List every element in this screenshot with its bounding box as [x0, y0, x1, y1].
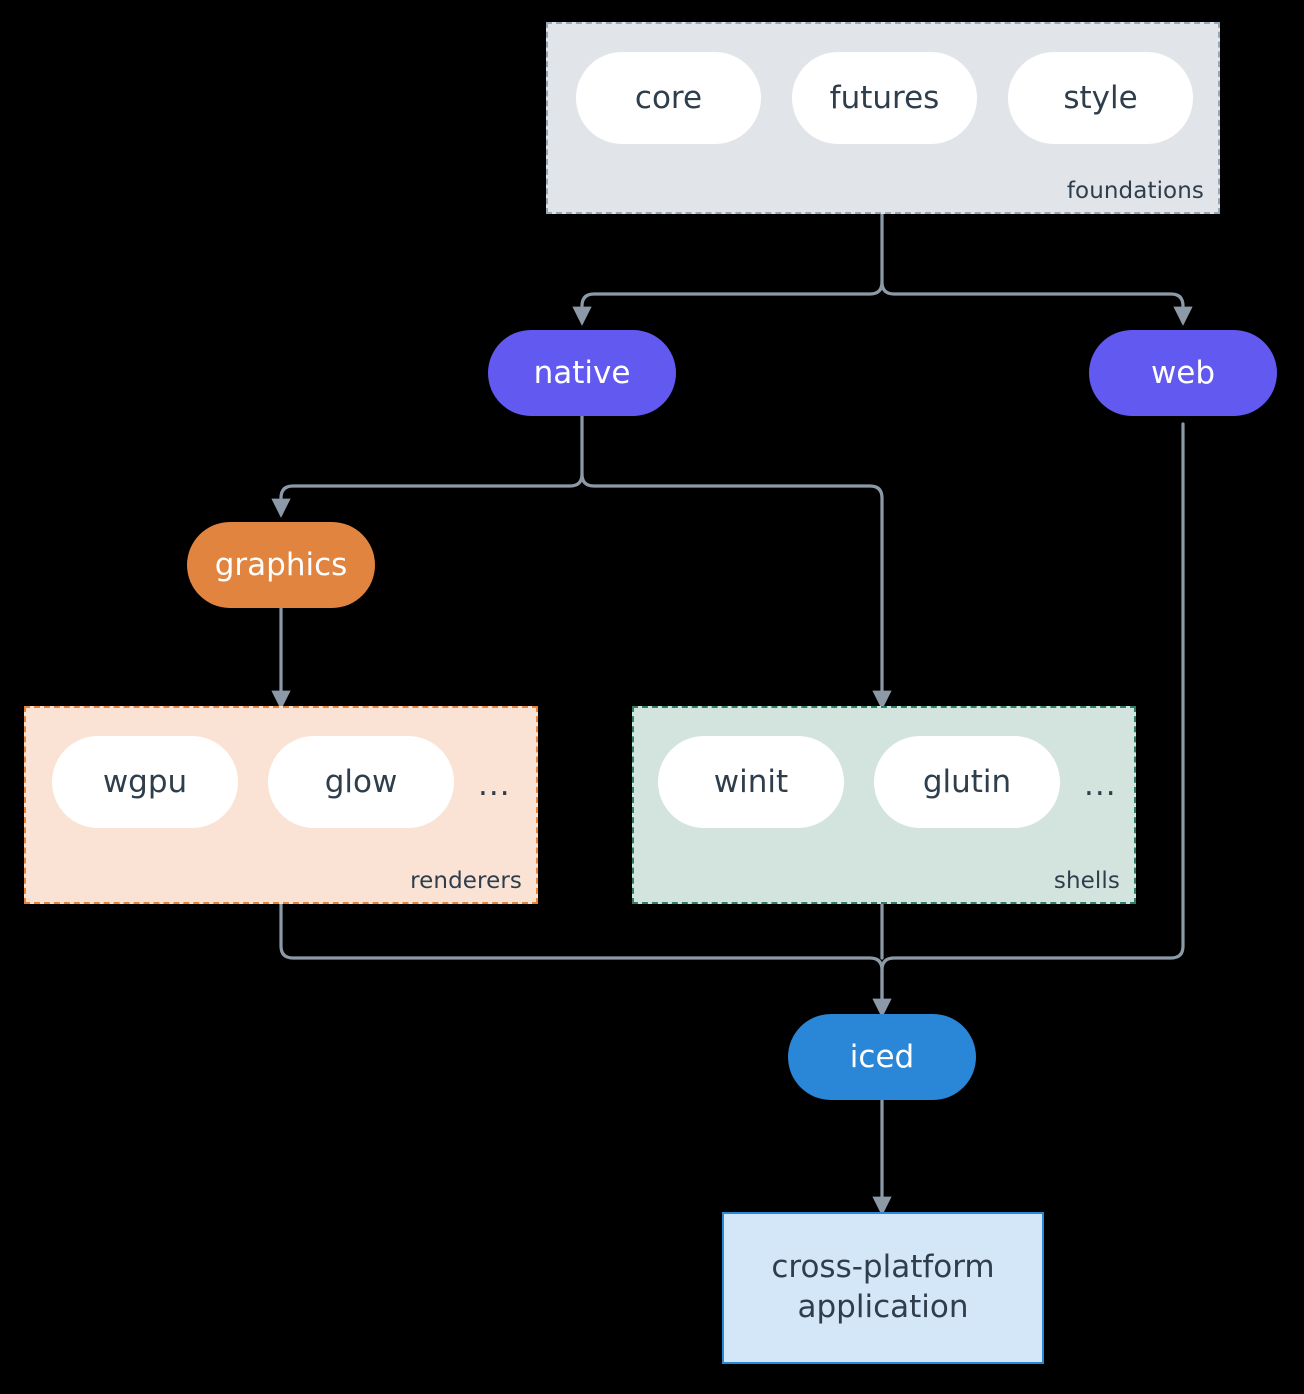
node-futures-label: futures — [829, 80, 940, 116]
application-label-line1: cross-platform — [771, 1249, 995, 1286]
edge-foundations-to-web — [880, 280, 1193, 326]
edge-native-to-shells — [580, 472, 892, 710]
group-shells-label: shells — [1053, 868, 1120, 894]
node-native-label: native — [533, 355, 631, 391]
node-wgpu-label: wgpu — [102, 764, 188, 800]
node-web[interactable]: web — [1089, 330, 1277, 416]
node-glow[interactable]: glow — [268, 736, 454, 828]
group-renderers-label: renderers — [410, 868, 522, 894]
node-wgpu[interactable]: wgpu — [52, 736, 238, 828]
node-futures[interactable]: futures — [792, 52, 977, 144]
application-label-line2: application — [797, 1289, 969, 1325]
node-cross-platform-application[interactable]: cross-platform application — [722, 1212, 1044, 1364]
node-core-label: core — [634, 80, 703, 116]
group-foundations-label: foundations — [1066, 178, 1204, 204]
edge-renderers-to-iced — [279, 902, 892, 1018]
node-glutin[interactable]: glutin — [874, 736, 1060, 828]
node-glow-label: glow — [324, 764, 398, 800]
node-iced[interactable]: iced — [788, 1014, 976, 1100]
node-native[interactable]: native — [488, 330, 676, 416]
node-web-label: web — [1150, 355, 1216, 391]
edge-native-to-graphics — [271, 412, 584, 518]
shells-overflow-ellipsis: ... — [1084, 767, 1117, 803]
edge-foundations-to-native — [572, 212, 884, 326]
group-shells: winit glutin ... shells — [632, 706, 1136, 904]
renderers-overflow-ellipsis: ... — [478, 767, 511, 803]
node-graphics-label: graphics — [214, 547, 348, 583]
edge-web-to-iced — [880, 422, 1185, 1016]
node-iced-label: iced — [849, 1039, 915, 1075]
node-winit[interactable]: winit — [658, 736, 844, 828]
group-foundations: core futures style foundations — [546, 22, 1220, 214]
node-core[interactable]: core — [576, 52, 761, 144]
node-style[interactable]: style — [1008, 52, 1193, 144]
group-renderers: wgpu glow ... renderers — [24, 706, 538, 904]
node-style-label: style — [1063, 80, 1138, 116]
node-winit-label: winit — [713, 764, 789, 800]
node-graphics[interactable]: graphics — [187, 522, 375, 608]
node-glutin-label: glutin — [922, 764, 1012, 800]
